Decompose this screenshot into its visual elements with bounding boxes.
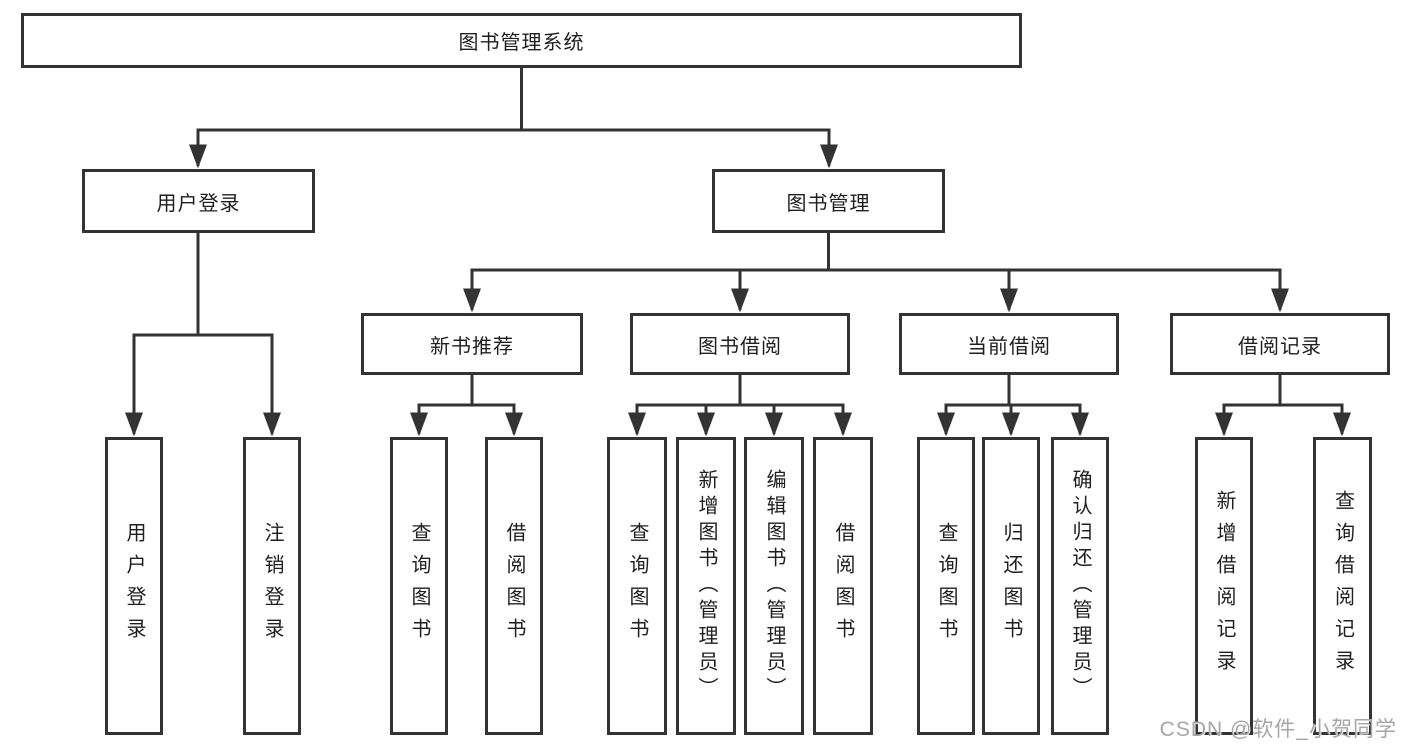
node-return-book: 归还图书 bbox=[982, 437, 1040, 735]
node-query-books-3-label: 查询图书 bbox=[935, 522, 957, 650]
node-user-login-label: 用户登录 bbox=[156, 192, 241, 215]
node-borrow-records: 借阅记录 bbox=[1170, 313, 1390, 375]
node-logout-leaf: 注销登录 bbox=[243, 437, 301, 735]
edge-book-borrow-children bbox=[628, 373, 852, 437]
edge-book-management-children bbox=[463, 231, 1289, 313]
node-return-book-label: 归还图书 bbox=[1000, 522, 1022, 650]
node-library-system: 图书管理系统 bbox=[21, 13, 1022, 68]
edge-root-to-level2 bbox=[189, 66, 838, 169]
node-query-books-2-label: 查询图书 bbox=[626, 522, 648, 650]
node-borrow-records-label: 借阅记录 bbox=[1238, 335, 1322, 358]
node-user-login: 用户登录 bbox=[82, 169, 315, 233]
node-borrow-books-1: 借阅图书 bbox=[485, 437, 543, 735]
edge-new-book-recommend-children bbox=[410, 373, 523, 437]
node-current-borrow-label: 当前借阅 bbox=[967, 335, 1051, 358]
node-add-book-admin-label: 新增图书（管理员） bbox=[695, 469, 717, 703]
node-add-book-admin: 新增图书（管理员） bbox=[676, 437, 736, 735]
node-edit-book-admin-label: 编辑图书（管理员） bbox=[763, 469, 785, 703]
node-confirm-return-admin-label: 确认归还（管理员） bbox=[1069, 469, 1091, 703]
edge-current-borrow-children bbox=[937, 373, 1089, 437]
node-book-management-label: 图书管理 bbox=[786, 192, 871, 215]
node-borrow-books-2-label: 借阅图书 bbox=[832, 522, 854, 650]
node-edit-book-admin: 编辑图书（管理员） bbox=[744, 437, 804, 735]
node-book-borrow-label: 图书借阅 bbox=[698, 335, 782, 358]
node-library-system-label: 图书管理系统 bbox=[458, 32, 585, 54]
node-query-borrow-record-label: 查询借阅记录 bbox=[1331, 490, 1354, 682]
node-query-books-1: 查询图书 bbox=[390, 437, 448, 735]
edge-user-login-children bbox=[125, 231, 281, 437]
node-confirm-return-admin: 确认归还（管理员） bbox=[1051, 437, 1109, 735]
node-current-borrow: 当前借阅 bbox=[899, 313, 1119, 375]
node-query-borrow-record: 查询借阅记录 bbox=[1313, 437, 1372, 735]
node-add-borrow-record: 新增借阅记录 bbox=[1195, 437, 1253, 735]
node-user-login-leaf-label: 用户登录 bbox=[123, 522, 145, 650]
node-query-books-3: 查询图书 bbox=[917, 437, 975, 735]
node-new-book-recommend: 新书推荐 bbox=[361, 313, 583, 375]
node-query-books-1-label: 查询图书 bbox=[408, 522, 430, 650]
node-user-login-leaf: 用户登录 bbox=[105, 437, 163, 735]
edge-borrow-records-children bbox=[1215, 373, 1351, 437]
watermark: CSDN @软件_小贺同学 bbox=[1159, 718, 1397, 741]
node-new-book-recommend-label: 新书推荐 bbox=[430, 335, 514, 358]
node-logout-leaf-label: 注销登录 bbox=[261, 522, 283, 650]
node-book-management: 图书管理 bbox=[712, 169, 945, 233]
node-query-books-2: 查询图书 bbox=[607, 437, 667, 735]
node-book-borrow: 图书借阅 bbox=[630, 313, 850, 375]
node-add-borrow-record-label: 新增借阅记录 bbox=[1213, 490, 1235, 682]
node-borrow-books-1-label: 借阅图书 bbox=[503, 522, 525, 650]
node-borrow-books-2: 借阅图书 bbox=[813, 437, 873, 735]
